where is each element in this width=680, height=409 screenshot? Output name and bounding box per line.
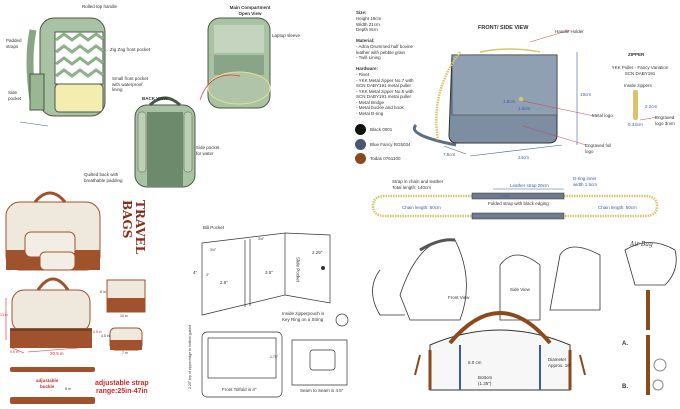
dim-width: 20.5 in [50,351,64,356]
strap-label: adjustable strap range:25in-47in [95,380,149,395]
dim-small-w: 10 in [120,314,128,318]
swatch-label: Black 0001 [370,127,393,132]
size-heading: Size: [356,10,367,15]
backpack-label: Zig Zag front pocket [110,47,151,52]
hardware-heading: Hardware: [356,66,379,71]
swatch-tan [355,153,366,164]
strap-width: 1.5cm [500,194,510,198]
sketches-panel: Front View Side View Air Bag Diameter Ap… [360,225,680,409]
title-line1: TRAVEL [133,200,147,255]
swatch-black [355,124,366,135]
strap-drawing [371,188,659,220]
hardware-sketch [646,290,667,395]
backpack-label: Laptop sleeve [272,33,301,38]
open-view-title: Main Compartment Open View [229,5,271,16]
zipper-inside: Inside zippers [624,83,652,88]
dim-right: 2.25" [312,250,323,255]
dim-depth: 9.5 in [10,350,19,354]
backpack-open-view [199,17,271,109]
callout-handle-holder: Handle Holder [555,29,584,34]
back-view-title: BACK VIEW [142,96,168,101]
material-lines: - Adria Drummed half bovine leather with… [356,44,414,60]
dim-pouch-h: 4.5 in [101,334,110,338]
backpack-label: Padded straps [6,38,22,49]
vertical-note: 2.25" top of zipper/edge to bottom gusse… [188,325,192,389]
wallet-drawing [201,232,349,398]
dim-slot2: 3/4" [258,237,265,241]
chain-right: Chain length: 50cm [598,205,637,210]
dim-width: 24cm [518,155,530,160]
callout-engraved-foil-logo: Engraved foil logo [585,143,612,154]
wallet-panel: Bill Pocket 4" 2.5" 3.5" 2.25" 3/4" 3/4"… [188,215,360,409]
strap-folded: Folded strap with black edging [488,201,549,206]
dim-height: 13 in [0,313,8,317]
dim-height: 4" [193,270,198,275]
material-heading: Material: [356,38,375,43]
travel-bags-drawing [5,191,146,404]
front-view-label: Front View [448,295,470,300]
swatch-blue [355,139,366,150]
zipper-len: 2.2cm [645,104,658,109]
dim-small-h: 8 in [100,290,106,294]
duffel-base: Bottom (1.35") [478,375,493,386]
swatch-label: Todas 0761100 [370,156,401,161]
handbag-spec-panel: Size: Height 19cm Width 21cm Depth 8cm M… [340,0,680,190]
dim-slot1: 3/4" [210,248,217,252]
backpack-front-view [19,17,106,127]
dim-left: 2.5" [220,280,228,285]
dim-logo-w: 1.5cm [503,99,516,104]
dim-depth: 7.5cm [443,152,456,157]
dim-logo-h: 1.5cm [518,106,531,111]
side-view-label: Side View [510,287,530,292]
dim-pouch-w: 7 in [122,351,128,355]
handbag-drawing [412,29,659,157]
dim-inner: 3" [206,273,210,277]
zipper-title: ZIPPER [628,52,645,57]
dim-bottom: 4.5 in [93,330,102,334]
backpack-label: Rolled top handle [82,4,118,9]
sketch-drawings [372,238,677,395]
dim-window: 1.75" [270,355,279,359]
seam-note: Seam to Seam is 4.5" [300,388,344,393]
backpack-drawings [19,17,271,188]
duffel-sketch [414,311,586,391]
view-title: FRONT/ SIDE VIEW [478,25,529,31]
strap-desc: Strap in chain and leather Total length:… [392,179,444,190]
front-fold: Front Tolfold is 4" [222,387,257,392]
dim-height: 19cm [580,92,592,97]
backpack-panel: BACK VIEW Main Compartment Open View Rol… [0,0,340,190]
zipper-subtitle: YKK Puller - Fancy Variation SCN DABY191 [611,65,669,76]
zipper-engraved: Engraved logo 3mm [655,115,675,126]
backpack-label: Small front pocket with waterproof linin… [112,76,149,92]
dim-center: 3.5" [265,270,273,275]
strap-dring: D-ring inner width 1.5cm [573,176,598,187]
callout-metal-logo: Metal logo [592,113,613,118]
side-pocket: Slide Pocket [295,257,301,283]
hardware-lines: - Rivet - YKK Metal zipper No.7 with SCN… [356,72,414,116]
dim-strap: 8 in [65,387,71,391]
duffel-handle: 8.0 cm [468,360,482,365]
strap-panel: Strap in chain and leather Total length:… [360,176,680,226]
backpack-back-view [134,96,196,188]
airbag-label: Air Bag [630,241,653,248]
title-line2: BAGS [120,200,134,239]
hardware-b: B. [622,384,628,390]
swatch-label: Blue Fancy RG5034 [370,142,411,147]
strap-leather: Leather strap 20cm [510,183,549,188]
duffel-height: Diameter Approx. 16" [548,357,572,368]
zipper-width: 0.33cm [628,122,643,127]
bill-pocket: Bill Pocket [203,225,225,230]
zipper-note: Inside zipperpouch is Key Ring on a Stri… [282,311,325,322]
backpack-label: Side pocket [8,90,22,101]
chain-left: Chain length: 50cm [402,205,441,210]
buckle-label: adjustable buckle [36,378,59,389]
backpack-label: Side pocket for water [196,145,220,156]
size-lines: Height 19cm Width 21cm Depth 8cm [356,16,382,32]
backpack-label: Quilted back with breathable padding [84,172,123,183]
hardware-a: A. [622,341,628,347]
